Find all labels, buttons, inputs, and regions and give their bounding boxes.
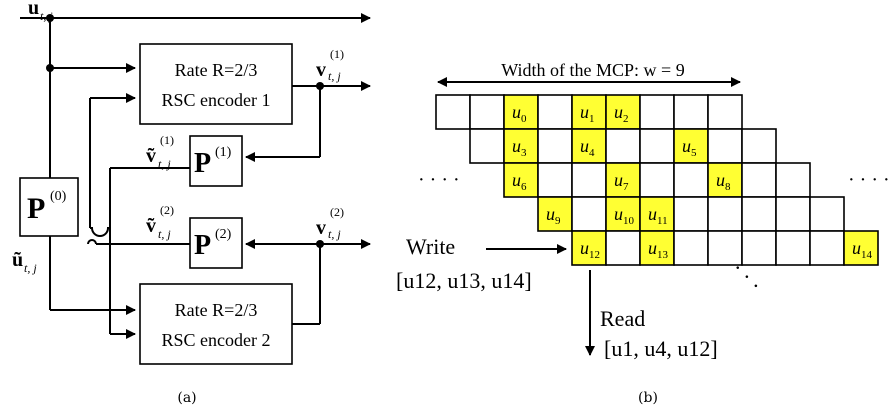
caption-b: (b) — [638, 390, 658, 406]
perm2-block — [189, 217, 243, 269]
mcp-cell — [673, 162, 709, 198]
v1-sub: t, j — [328, 69, 341, 83]
mcp-cell — [435, 94, 471, 130]
mcp-cell-highlight — [503, 128, 539, 164]
mcp-cell-highlight — [605, 162, 641, 198]
mcp-cell — [639, 94, 675, 130]
mcp-cell — [775, 196, 811, 232]
vt1-label: ṽ — [146, 145, 156, 167]
vt2-sup: (2) — [160, 203, 174, 217]
mcp-cell — [775, 230, 811, 266]
mcp-cell-highlight — [639, 230, 675, 266]
u-main-label: u — [28, 0, 39, 19]
write-set: [u12, u13, u14] — [396, 268, 532, 293]
mcp-cell — [673, 196, 709, 232]
mcp-cell-highlight — [571, 230, 607, 266]
v1-label: v — [316, 59, 326, 81]
mcp-cell — [809, 230, 845, 266]
v1-sup: (1) — [330, 47, 344, 61]
mcp-cell — [673, 94, 709, 130]
encoder1-block — [139, 43, 293, 125]
u-main-sub: t, j — [40, 9, 53, 23]
mcp-cell — [707, 94, 743, 130]
vt2-sub: t, j — [158, 227, 171, 241]
u-tilde-label: ũ — [12, 249, 23, 271]
ellipsis-right: · · · · — [848, 169, 890, 191]
mcp-cell — [775, 162, 811, 198]
mcp-cell-highlight — [605, 196, 641, 232]
mcp-cell — [673, 230, 709, 266]
mcp-cell — [707, 230, 743, 266]
encoder2-block — [139, 283, 293, 365]
mcp-cell — [639, 162, 675, 198]
mcp-cell — [469, 128, 505, 164]
mcp-cell — [741, 196, 777, 232]
mcp-cell-highlight — [673, 128, 709, 164]
mcp-cell — [605, 230, 641, 266]
mcp-cell-highlight — [843, 230, 879, 266]
v2-sup: (2) — [330, 205, 344, 219]
mcp-cell — [571, 162, 607, 198]
mcp-cell — [741, 128, 777, 164]
encoder1-line2: RSC encoder 1 — [162, 90, 271, 110]
ellipsis-left: · · · · — [418, 169, 460, 191]
v2-sub: t, j — [328, 227, 341, 241]
encoder1-line1: Rate R=2/3 — [175, 60, 258, 80]
mcp-cell — [707, 196, 743, 232]
perm1-sup: (1) — [215, 145, 232, 160]
write-label: Write — [406, 234, 455, 259]
mcp-cell — [537, 128, 573, 164]
mcp-cell-highlight — [605, 94, 641, 130]
mcp-cell — [809, 196, 845, 232]
mcp-cell — [571, 196, 607, 232]
vt2-label: ṽ — [146, 215, 156, 237]
encoder2-line1: Rate R=2/3 — [175, 300, 258, 320]
perm1-label: P — [194, 148, 211, 179]
perm2-sup: (2) — [215, 227, 232, 242]
encoder2-line2: RSC encoder 2 — [162, 330, 271, 350]
mcp-cell — [537, 94, 573, 130]
read-label: Read — [600, 306, 645, 331]
perm0-label: P — [27, 192, 45, 225]
perm0-sup: (0) — [50, 189, 67, 204]
mcp-cell — [605, 128, 641, 164]
read-set: [u1, u4, u12] — [604, 336, 718, 361]
mcp-cell-highlight — [503, 162, 539, 198]
mcp-cell — [741, 162, 777, 198]
mcp-cell — [639, 128, 675, 164]
panel-a: P (0) u t, j ũ t, j Rate R=2/3 RSC encod… — [12, 0, 371, 406]
mcp-cell-highlight — [571, 128, 607, 164]
mcp-cell — [707, 128, 743, 164]
caption-a: (a) — [177, 390, 196, 406]
u-tilde-sub: t, j — [24, 261, 37, 275]
mcp-cell-highlight — [571, 94, 607, 130]
v2-label: v — [316, 217, 326, 239]
perm1-block — [189, 135, 243, 187]
perm2-label: P — [194, 230, 211, 261]
perm0-block — [19, 177, 79, 237]
mcp-cell — [537, 162, 573, 198]
mcp-cell — [469, 94, 505, 130]
vt1-sup: (1) — [160, 133, 174, 147]
mcp-cell-highlight — [537, 196, 573, 232]
width-label: Width of the MCP: w = 9 — [501, 60, 684, 80]
